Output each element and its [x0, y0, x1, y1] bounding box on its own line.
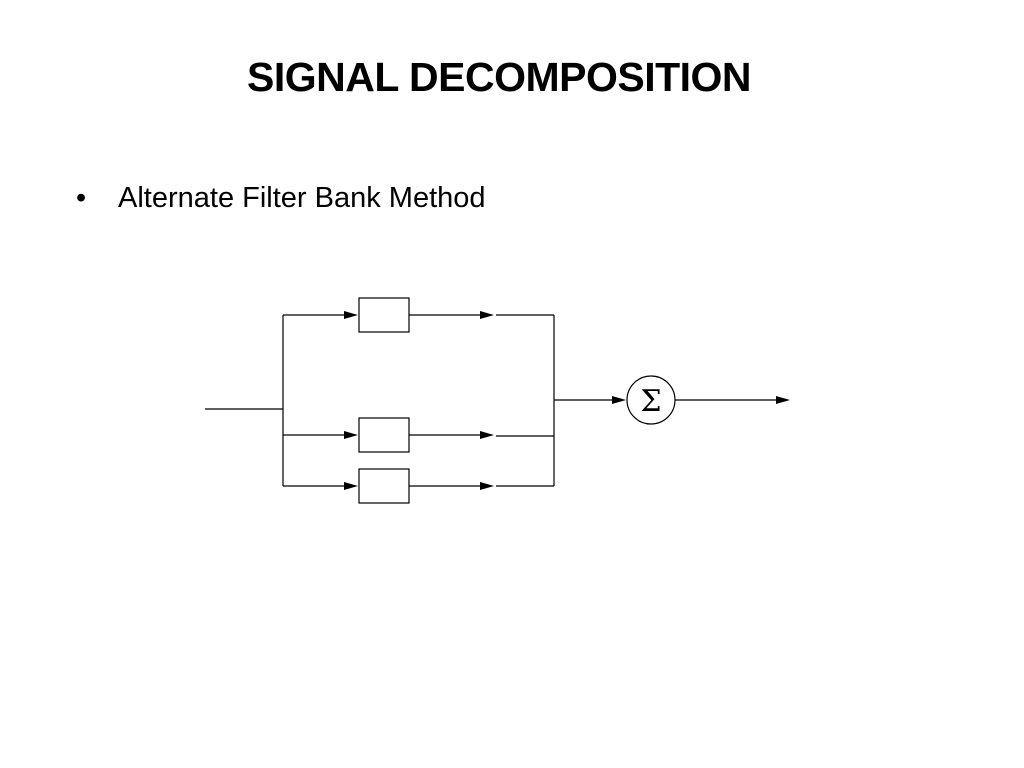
branch-3-output-arrow: [480, 482, 494, 490]
filter-branch-2: [283, 417, 554, 453]
filter-branch-3: [283, 468, 554, 504]
branch-1-output-arrow: [480, 311, 494, 319]
filter-block-1: [358, 297, 410, 333]
branch-2-input-arrow: [344, 431, 358, 439]
bullet-item: • Alternate Filter Bank Method: [76, 180, 486, 216]
branch-1-input-arrow: [344, 311, 358, 319]
bullet-text: Alternate Filter Bank Method: [118, 182, 486, 214]
summation-node: Σ: [626, 375, 676, 425]
filter-block-2: [358, 417, 410, 453]
branch-3-input-arrow: [344, 482, 358, 490]
bullet-icon: •: [76, 182, 87, 214]
summer-input-arrow: [612, 396, 626, 404]
filter-branch-1: [283, 297, 554, 333]
filter-block-3: [358, 468, 410, 504]
output-arrow: [776, 396, 790, 404]
branch-2-output-arrow: [480, 431, 494, 439]
slide-title: SIGNAL DECOMPOSITION: [246, 54, 752, 100]
sigma-icon: Σ: [640, 384, 661, 419]
